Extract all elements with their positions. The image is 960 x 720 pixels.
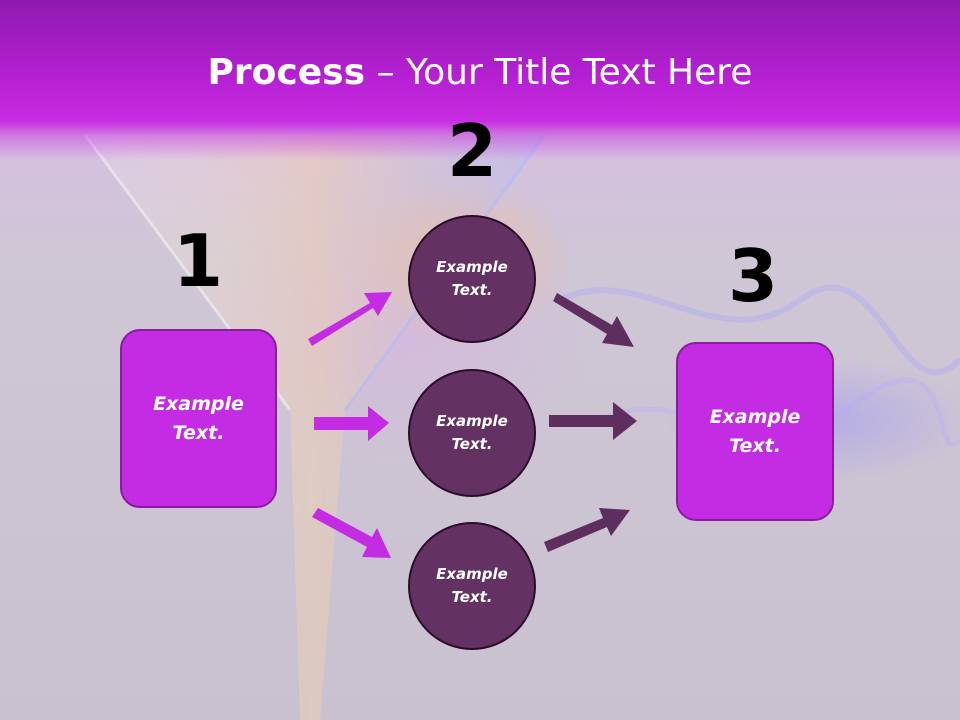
title-bold: Process	[207, 52, 366, 93]
circle-top-line1: Example	[436, 258, 508, 276]
circle-bottom: Example Text.	[408, 522, 536, 650]
arrow-right-top	[553, 293, 634, 347]
arrow-right-bottom	[544, 508, 630, 552]
step-box-3-line1: Example	[709, 405, 801, 428]
step-box-1-line1: Example	[153, 392, 244, 415]
arrow-left-top	[308, 292, 392, 346]
circle-middle-line1: Example	[436, 412, 508, 430]
title-rest: – Your Title Text Here	[365, 52, 753, 93]
circle-bottom-line1: Example	[436, 565, 508, 583]
circle-top: Example Text.	[408, 215, 536, 343]
step-number-1: 1	[172, 219, 224, 303]
step-box-3: Example Text.	[676, 342, 834, 521]
step-box-1-line2: Text.	[172, 421, 225, 444]
slide-title: Process – Your Title Text Here	[0, 52, 960, 93]
step-number-2: 2	[446, 109, 498, 193]
header-band	[0, 0, 960, 160]
step-box-1: Example Text.	[120, 329, 277, 508]
circle-top-line2: Text.	[451, 281, 493, 299]
circle-middle-line2: Text.	[451, 435, 493, 453]
circle-middle: Example Text.	[408, 369, 536, 497]
arrow-left-bottom	[312, 508, 391, 558]
circle-bottom-line2: Text.	[451, 588, 493, 606]
arrow-left-middle	[314, 406, 389, 441]
arrow-right-middle	[549, 402, 637, 440]
step-box-3-line2: Text.	[729, 434, 781, 457]
step-number-3: 3	[727, 234, 779, 318]
